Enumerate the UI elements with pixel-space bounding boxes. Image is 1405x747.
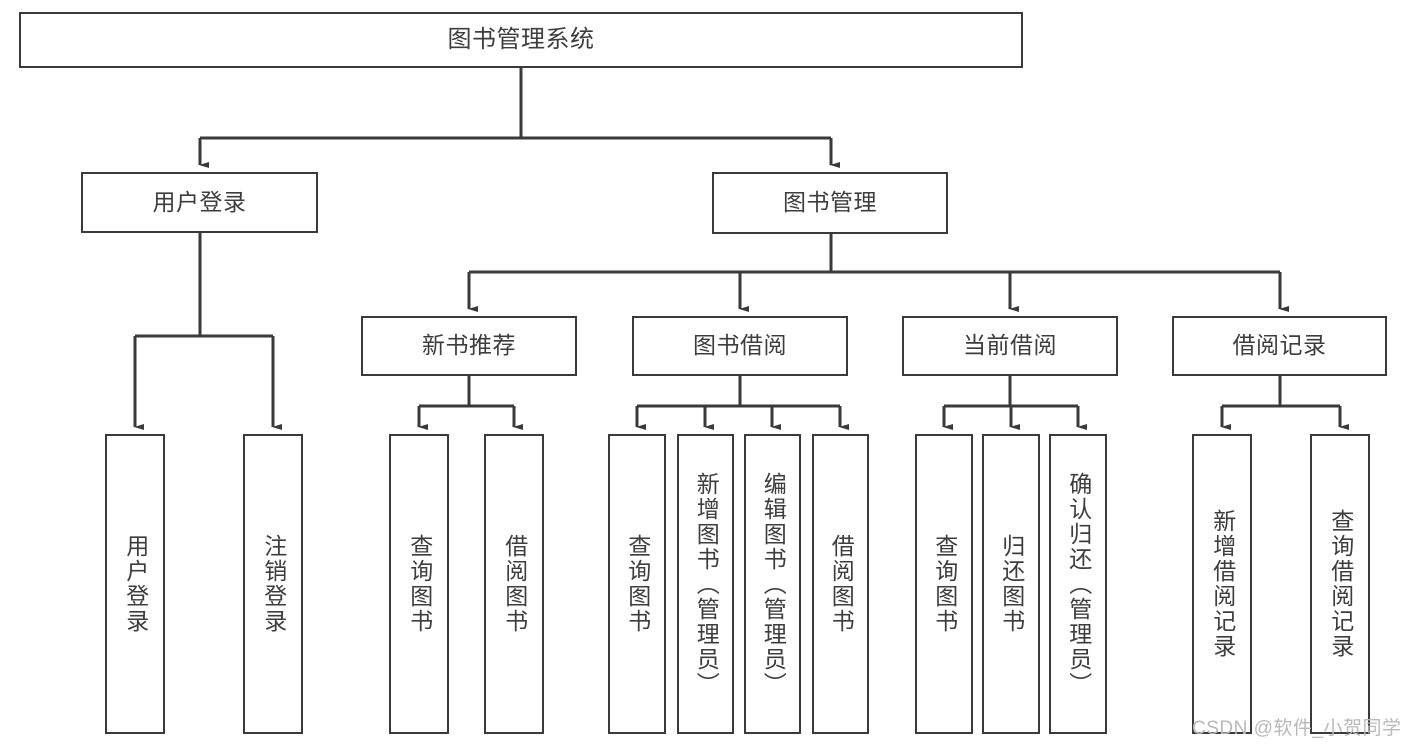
node-leaf-borrow-book-1-label: 借阅图书 [501, 534, 528, 634]
node-borrow-record-label: 借阅记录 [1232, 332, 1327, 359]
node-leaf-query-book-1[interactable]: 查询图书 [389, 434, 449, 734]
node-leaf-query-record[interactable]: 查询借阅记录 [1310, 434, 1370, 734]
node-leaf-query-book-2-label: 查询图书 [624, 534, 651, 634]
node-book-borrow[interactable]: 图书借阅 [632, 316, 848, 376]
node-leaf-query-book-1-label: 查询图书 [406, 534, 433, 634]
node-leaf-user-logout-label: 注销登录 [260, 534, 287, 634]
node-leaf-user-logout[interactable]: 注销登录 [243, 434, 303, 734]
node-book-borrow-label: 图书借阅 [693, 332, 787, 359]
node-leaf-query-record-label: 查询借阅记录 [1327, 509, 1354, 659]
node-leaf-edit-book-label: 编辑图书（管理员） [760, 471, 787, 697]
node-book-manage[interactable]: 图书管理 [712, 172, 948, 234]
node-leaf-add-record[interactable]: 新增借阅记录 [1192, 434, 1252, 734]
node-leaf-query-book-3[interactable]: 查询图书 [915, 434, 973, 734]
node-leaf-query-book-3-label: 查询图书 [931, 534, 958, 634]
node-leaf-add-book[interactable]: 新增图书（管理员） [677, 434, 734, 734]
node-leaf-user-login-label: 用户登录 [122, 534, 149, 634]
node-leaf-user-login[interactable]: 用户登录 [105, 434, 165, 734]
node-user-login-label: 用户登录 [152, 188, 247, 215]
node-book-manage-label: 图书管理 [783, 189, 877, 216]
node-root[interactable]: 图书管理系统 [19, 12, 1023, 68]
node-leaf-return-book-label: 归还图书 [998, 534, 1025, 634]
node-leaf-return-book[interactable]: 归还图书 [982, 434, 1040, 734]
node-user-login[interactable]: 用户登录 [81, 172, 318, 233]
node-leaf-query-book-2[interactable]: 查询图书 [608, 434, 666, 734]
node-borrow-record[interactable]: 借阅记录 [1172, 316, 1387, 376]
node-leaf-add-book-label: 新增图书（管理员） [693, 471, 720, 697]
node-leaf-confirm-return-label: 确认归还（管理员） [1065, 471, 1092, 697]
node-leaf-borrow-book-2[interactable]: 借阅图书 [812, 434, 869, 734]
node-leaf-borrow-book-1[interactable]: 借阅图书 [484, 434, 544, 734]
node-current-borrow[interactable]: 当前借阅 [902, 316, 1118, 376]
node-new-book-recommend[interactable]: 新书推荐 [361, 316, 577, 376]
node-root-label: 图书管理系统 [447, 25, 595, 53]
node-leaf-add-record-label: 新增借阅记录 [1209, 509, 1236, 659]
node-new-book-recommend-label: 新书推荐 [422, 332, 516, 359]
csdn-watermark: CSDN @软件_小贺同学 [1192, 718, 1402, 739]
node-leaf-confirm-return[interactable]: 确认归还（管理员） [1049, 434, 1107, 734]
node-leaf-borrow-book-2-label: 借阅图书 [828, 534, 855, 634]
node-leaf-edit-book[interactable]: 编辑图书（管理员） [744, 434, 801, 734]
node-current-borrow-label: 当前借阅 [963, 332, 1057, 359]
